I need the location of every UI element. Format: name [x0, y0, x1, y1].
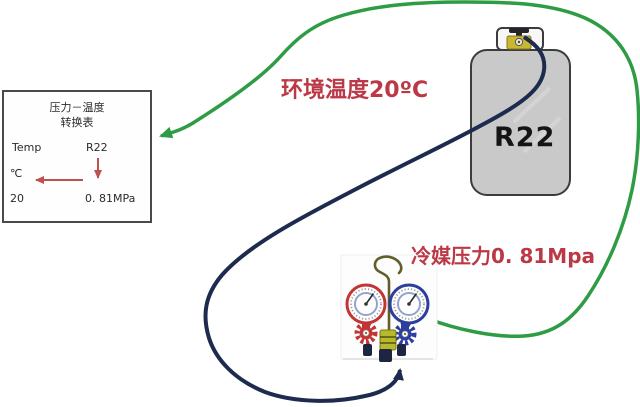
table-unit-celsius: ℃	[10, 167, 23, 180]
high-side-stem	[401, 323, 409, 329]
refrigerant-pressure-label: 冷媒压力0. 81Mpa	[411, 244, 596, 268]
ambient-temperature-label: 环境温度20ºC	[281, 78, 429, 103]
manifold-gauge-set	[340, 254, 438, 362]
manifold-ports	[363, 344, 406, 362]
ambient-loop-arrow-icon	[159, 0, 640, 339]
low-pressure-gauge-icon	[345, 283, 387, 325]
table-title-line1: 压力－温度	[49, 101, 105, 114]
table-temp-value: 20	[10, 192, 24, 205]
high-pressure-gauge-icon	[388, 283, 430, 325]
cylinder-watermark	[512, 86, 562, 154]
table-col-temp: Temp	[12, 141, 42, 154]
table-arrows	[35, 158, 102, 184]
table-pressure-value: 0. 81MPa	[85, 192, 136, 205]
pt-conversion-table: 压力－温度 转换表 Temp R22 ℃ 20 0. 81MPa	[2, 90, 152, 223]
r22-cylinder	[470, 27, 571, 196]
manifold-center-body	[379, 329, 397, 351]
cylinder-body	[470, 49, 571, 196]
low-side-knob-icon	[354, 321, 378, 345]
cylinder-label: R22	[494, 122, 556, 153]
low-side-stem	[362, 322, 370, 328]
refrigerant-hose-arrow-icon	[203, 35, 547, 403]
table-title-line2: 转换表	[60, 116, 94, 129]
hanging-hook-icon	[373, 255, 403, 335]
table-col-refrigerant: R22	[86, 141, 108, 154]
